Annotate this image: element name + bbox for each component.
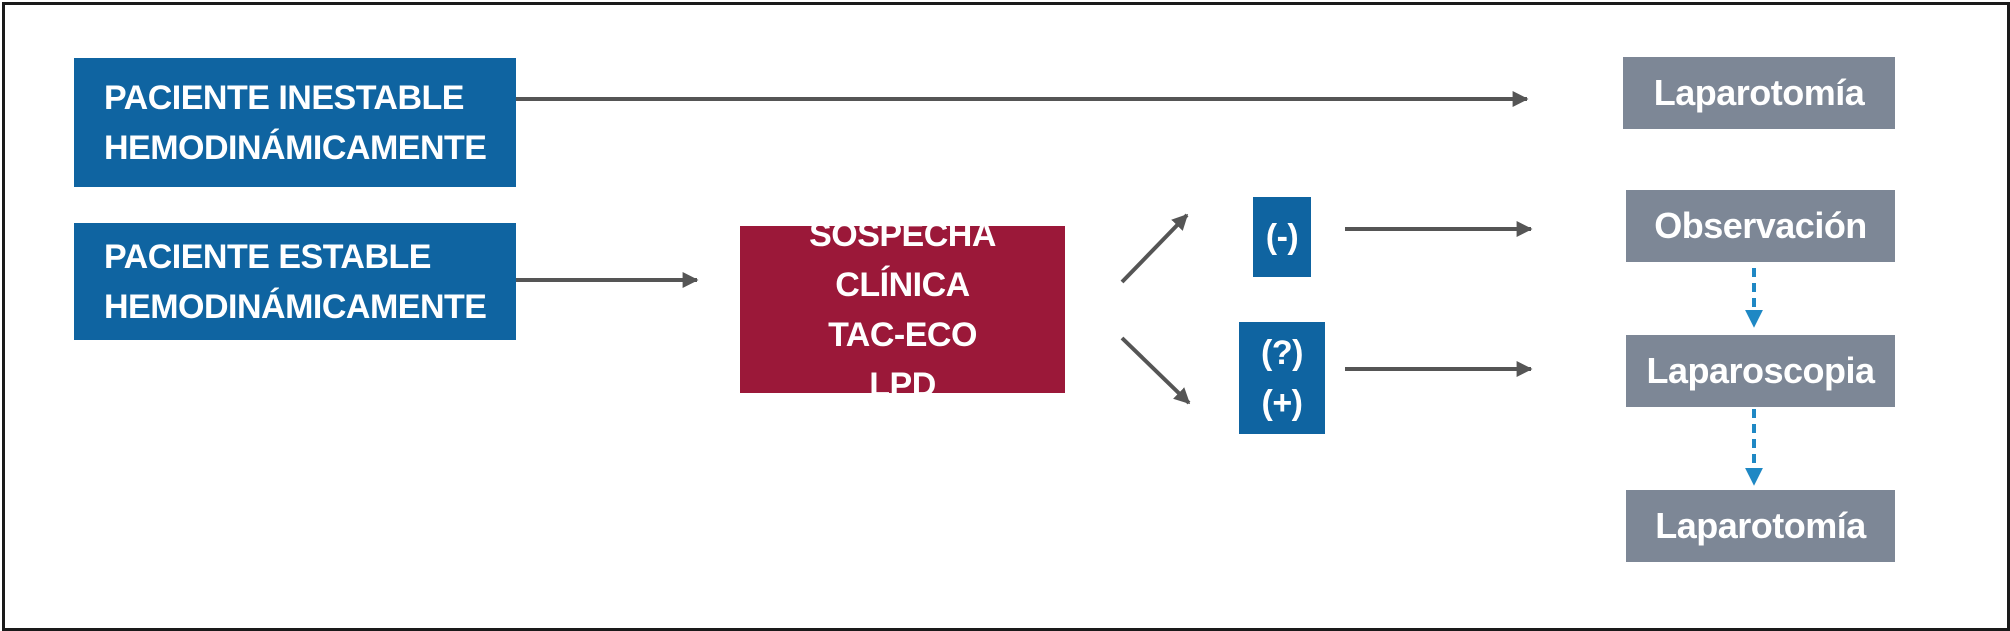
laparotomy-top-box: Laparotomía	[1623, 57, 1895, 129]
laparotomy-bottom-box: Laparotomía	[1626, 490, 1895, 562]
arrow-suspicion-to-positive	[1120, 336, 1191, 405]
laparotomy-bottom-label: Laparotomía	[1655, 505, 1866, 546]
observation-box: Observación	[1626, 190, 1895, 262]
unstable-patient-line1: PACIENTE INESTABLE	[104, 78, 465, 117]
unstable-patient-box: PACIENTE INESTABLE HEMODINÁMICAMENTE	[74, 58, 516, 187]
clinical-suspicion-line2: TAC-ECO	[828, 315, 977, 354]
stable-patient-box: PACIENTE ESTABLE HEMODINÁMICAMENTE	[74, 223, 516, 340]
stable-patient-line2: HEMODINÁMICAMENTE	[104, 287, 487, 326]
clinical-suspicion-line1: SOSPECHA CLÍNICA	[809, 215, 996, 304]
uncertain-symbol: (?)	[1261, 334, 1303, 372]
laparoscopy-label: Laparoscopia	[1646, 350, 1875, 391]
clinical-suspicion-box: SOSPECHA CLÍNICA TAC-ECO LPD	[740, 216, 1065, 404]
negative-result-box: (-)	[1253, 197, 1311, 277]
stable-patient-line1: PACIENTE ESTABLE	[104, 237, 432, 276]
positive-symbol: (+)	[1261, 384, 1304, 422]
negative-symbol: (-)	[1265, 218, 1299, 256]
observation-label: Observación	[1654, 205, 1867, 246]
unstable-patient-line2: HEMODINÁMICAMENTE	[104, 128, 487, 167]
clinical-suspicion-line3: LPD	[869, 365, 936, 404]
arrow-suspicion-to-negative	[1120, 213, 1189, 284]
laparotomy-top-label: Laparotomía	[1653, 72, 1865, 113]
laparoscopy-box: Laparoscopia	[1626, 335, 1895, 407]
uncertain-positive-result-box: (?) (+)	[1239, 322, 1325, 434]
